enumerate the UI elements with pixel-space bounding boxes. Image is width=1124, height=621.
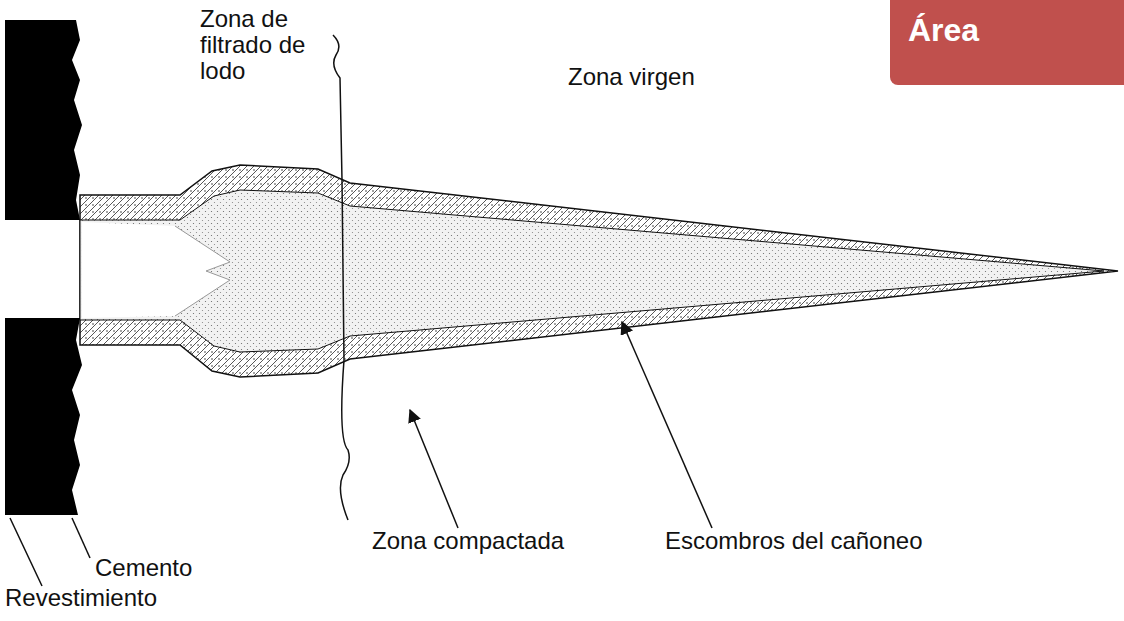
casing-cement-upper bbox=[5, 20, 82, 220]
part-label: Revestimiento bbox=[5, 585, 157, 611]
filtrate-boundary bbox=[333, 35, 349, 520]
casing-cement-lower bbox=[5, 318, 82, 515]
node-title: Área bbox=[908, 12, 1106, 49]
leader-line bbox=[10, 518, 42, 586]
tunnel-mouth-edge bbox=[175, 226, 230, 316]
zone-label: Zona de filtrado de lodo bbox=[200, 6, 332, 84]
tunnel-mouth bbox=[82, 222, 230, 318]
part-label: Escombros del cañoneo bbox=[665, 528, 922, 554]
debris-zone bbox=[80, 190, 1104, 352]
leader-line bbox=[410, 410, 458, 528]
leader-line bbox=[622, 322, 712, 528]
title-tab: Área bbox=[890, 0, 1124, 85]
part-label: Zona compactada bbox=[372, 528, 564, 554]
zone-label: Zona virgen bbox=[568, 64, 695, 90]
leader-line bbox=[72, 518, 90, 558]
compacted-zone bbox=[80, 165, 1118, 377]
part-label: Cemento bbox=[95, 555, 192, 581]
